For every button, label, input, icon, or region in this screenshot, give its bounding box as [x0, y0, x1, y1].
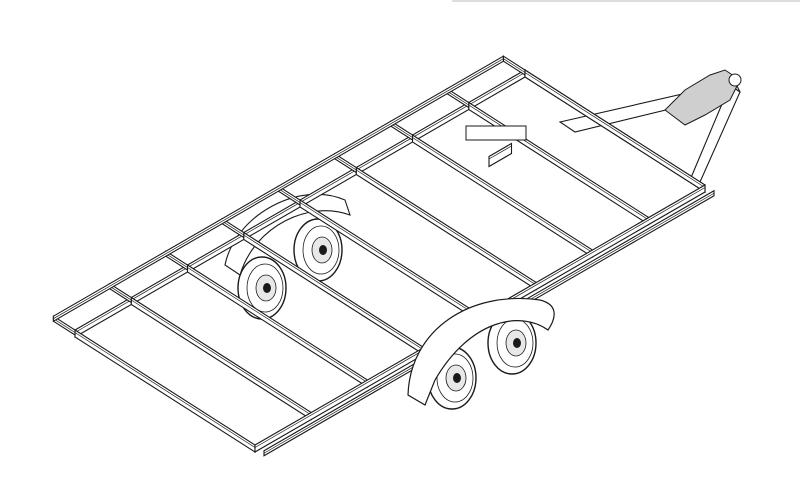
left-outrigger-7-edge	[390, 123, 413, 138]
crossmember-6	[355, 166, 537, 291]
front-crossmember-edge	[524, 72, 706, 188]
left-outrigger-5-edge	[278, 188, 301, 203]
crossmember-8-edge	[468, 104, 649, 221]
left-outrigger-4-edge	[221, 220, 244, 236]
crossmember-5-edge	[299, 202, 481, 318]
crossmember-2	[130, 296, 312, 421]
left-outrigger-8-edge	[446, 90, 469, 106]
left-front-wheel-cap	[319, 245, 327, 255]
crossmember-1-edge	[74, 332, 256, 448]
crossmember-7-edge	[412, 137, 593, 253]
right-front-wheel-cap	[513, 338, 521, 348]
crossmember-4-edge	[243, 234, 424, 351]
left-outrigger-6-edge	[334, 155, 357, 171]
front-crossmember	[524, 68, 706, 194]
top-edge-strip	[452, 0, 800, 2]
crossmember-6-edge	[356, 169, 537, 286]
crossmember-2-edge	[131, 299, 312, 416]
right-fender	[407, 298, 555, 406]
left-rear-wheel-cap	[263, 283, 271, 293]
crossmember-3-edge	[187, 267, 368, 383]
left-outrigger-3-edge	[165, 253, 188, 268]
front-bracket-edge	[488, 145, 512, 160]
right-rear-wheel-cap	[453, 373, 461, 383]
crossmember-1	[74, 328, 256, 454]
left-outrigger-1-edge	[53, 318, 76, 333]
left-rear-wheel-rim	[246, 263, 284, 313]
front-stake-pocket	[465, 125, 527, 141]
front-bracket	[488, 142, 513, 168]
right-rear-wheel-rim	[436, 353, 474, 403]
left-front-wheel-rim	[302, 225, 340, 275]
hitch-coupler	[728, 73, 742, 87]
left-outer-rail-edge	[53, 58, 504, 320]
left-outrigger-9-edge	[503, 58, 526, 73]
left-outrigger-2-edge	[109, 285, 132, 301]
